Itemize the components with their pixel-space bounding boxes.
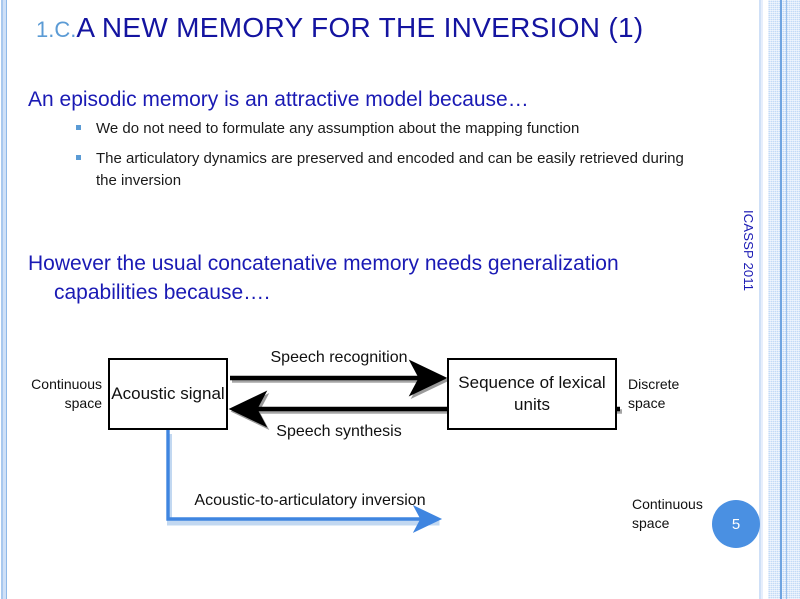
heading-episodic-memory: An episodic memory is an attractive mode…: [28, 88, 529, 111]
space-label-continuous-left: Continuous space: [31, 376, 102, 411]
list-item-label: We do not need to formulate any assumpti…: [96, 120, 580, 137]
architecture-diagram: Acoustic signal Sequence of lexical unit…: [0, 330, 800, 580]
page-number-badge: 5: [712, 500, 760, 548]
square-bullet-icon: [76, 155, 81, 161]
heading-line-2: capabilities because….: [54, 280, 270, 304]
list-item: We do not need to formulate any assumpti…: [74, 118, 694, 139]
left-border-stripe: [0, 0, 9, 599]
page-title: 1.C.A NEW MEMORY FOR THE INVERSION (1): [36, 12, 716, 44]
node-sequence-of-lexical-units[interactable]: Sequence of lexical units: [447, 358, 617, 430]
list-item: The articulatory dynamics are preserved …: [74, 148, 694, 191]
right-inner-stripe: [758, 0, 764, 599]
edge-label-speech-synthesis: Speech synthesis: [276, 423, 402, 440]
space-label-discrete-right: Discrete space: [628, 376, 680, 411]
list-item-label: The articulatory dynamics are preserved …: [96, 150, 684, 189]
conference-label: ICASSP 2011: [741, 210, 756, 292]
edge-label-acoustic-to-articulatory-inversion: Acoustic-to-articulatory inversion: [194, 492, 426, 509]
space-label-continuous-bottom: Continuous space: [632, 496, 703, 531]
node-acoustic-signal[interactable]: Acoustic signal: [108, 358, 228, 430]
title-section-number: 1.C.: [36, 17, 77, 42]
bullet-list: We do not need to formulate any assumpti…: [74, 118, 694, 200]
heading-concatenative-memory: However the usual concatenative memory n…: [28, 250, 728, 308]
square-bullet-icon: [76, 125, 81, 130]
edge-label-speech-recognition: Speech recognition: [270, 349, 408, 366]
right-accent-line-secondary: [786, 0, 787, 599]
right-accent-line: [780, 0, 782, 599]
right-border-band: [768, 0, 800, 599]
heading-line-1: However the usual concatenative memory n…: [28, 252, 619, 275]
title-heading-text: A NEW MEMORY FOR THE INVERSION (1): [76, 12, 644, 43]
